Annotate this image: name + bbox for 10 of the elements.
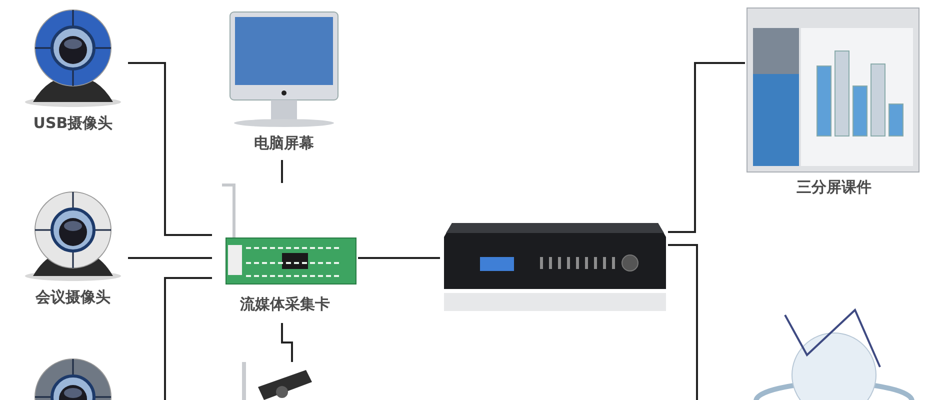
connector-line: [281, 323, 293, 362]
connector-line: [668, 62, 745, 233]
connector-line: [128, 62, 212, 236]
connector-line: [358, 257, 440, 259]
device-label: USB摄像头: [33, 114, 113, 132]
device-label: 电脑屏幕: [254, 134, 314, 152]
device-label: 三分屏课件: [796, 178, 872, 196]
device-label: 会议摄像头: [36, 288, 110, 306]
device-label: 流媒体采集卡: [240, 295, 330, 313]
connector-line: [281, 160, 283, 183]
